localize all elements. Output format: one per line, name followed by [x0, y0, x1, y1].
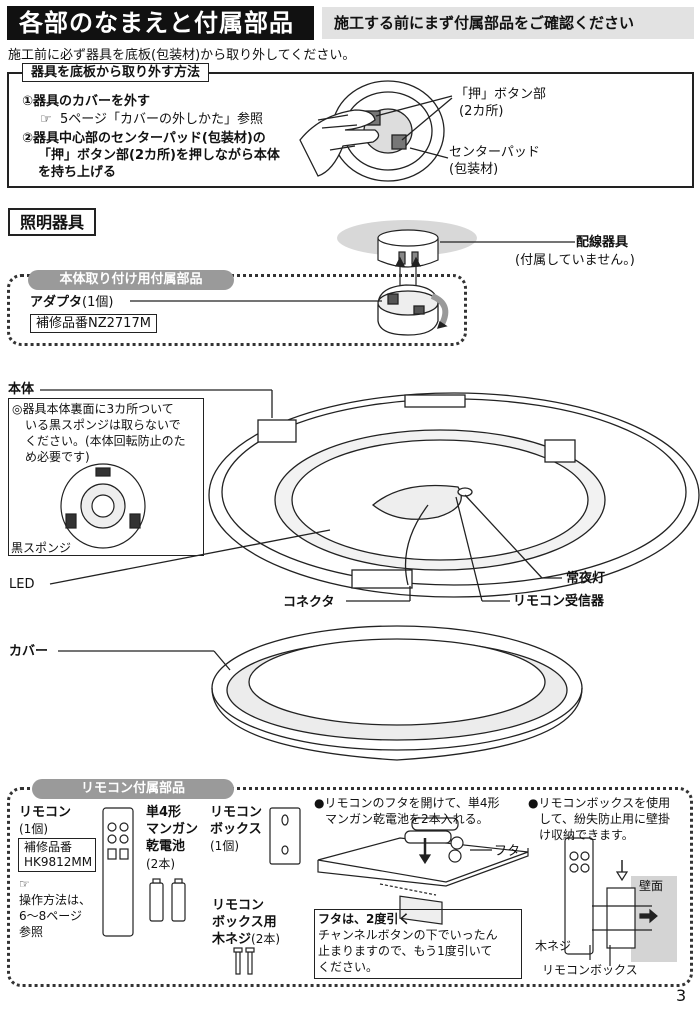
remote-box-qty: (1個) [210, 839, 239, 853]
hand-pointer-icon: ☞ [19, 877, 30, 891]
remote-box-illustration [269, 807, 301, 865]
wall-mount-note: ●リモコンボックスを使用 して、紛失防止用に壁掛 け収納できます。 [528, 796, 671, 842]
center-pad-label: センターパッド (包装材) [449, 145, 540, 177]
wall-mount-illustration [564, 837, 677, 966]
receiver-label: リモコン受信器 [513, 594, 605, 609]
lid-note: フタは、2度引く チャンネルボタンの下でいったん 止まりますので、もう1度引いて… [318, 912, 498, 974]
cover-label: カバー [9, 644, 49, 659]
wall-box-label: リモコンボックス [542, 963, 638, 977]
body-label: 本体 [8, 382, 35, 397]
removal-frame [7, 72, 694, 188]
battery-illustration [149, 878, 186, 922]
battery-label: 単4形 マンガン 乾電池 [146, 805, 199, 854]
battery-qty: (2本) [146, 857, 175, 871]
wall-label: 壁面 [639, 879, 664, 893]
remote-qty: (1個) [19, 822, 48, 836]
page-number: 3 [676, 986, 687, 1005]
removal-step2-line1: ②器具中心部のセンターパッド(包装材)の [22, 131, 266, 146]
sponge-note-box [8, 398, 204, 556]
removal-label: 器具を底板から取り外す方法 [22, 63, 210, 82]
sponge-note: ◎器具本体裏面に3カ所ついて いる黒スポンジは取らないで ください。(本体回転防… [12, 402, 186, 464]
remote-parts-label: リモコン付属部品 [32, 779, 234, 799]
hand-pointer-icon: ☞ [40, 112, 52, 127]
wiring-device-label: 配線器具 [576, 235, 629, 250]
remote-box-label: リモコン ボックス [210, 805, 263, 837]
removal-step2-line3: を持ち上げる [38, 165, 117, 180]
adapter-illustration [130, 284, 449, 336]
main-body-illustration [40, 389, 700, 602]
connector-label: コネクタ [283, 595, 335, 610]
center-pad-illustration [299, 80, 453, 182]
wall-screw-label: 木ネジ [535, 939, 572, 953]
lid-note-box [314, 909, 522, 979]
intro-text: 施工前に必ず器具を底板(包装材)から取り外してください。 [8, 48, 356, 63]
led-label: LED [9, 577, 35, 592]
remote-part-number: 補修品番 HK9812MM [18, 838, 96, 872]
sponge-label: 黒スポンジ [11, 541, 72, 555]
remote-parts-box [7, 787, 693, 987]
adapter-part-number: 補修品番NZ2717M [30, 314, 157, 333]
page-subtitle: 施工する前にまず付属部品をご確認ください [322, 7, 694, 39]
wiring-device-note: (付属していません。) [515, 253, 635, 268]
night-light-label: 常夜灯 [566, 571, 606, 586]
adapter-label: アダプタ(1個) [30, 295, 114, 310]
lid-label: フタ [494, 844, 521, 859]
screw-illustration [233, 947, 255, 975]
mount-parts-box [7, 274, 467, 346]
screw-label: リモコン ボックス用 木ネジ(2本) [212, 898, 281, 947]
battery-insert-note: ●リモコンのフタを開けて、単4形 マンガン乾電池を2本入れる。 [314, 796, 500, 826]
black-sponge-illustration [60, 463, 146, 549]
removal-step2-line2: 「押」ボタン部(2カ所)を押しながら本体 [38, 148, 280, 163]
remote-ops-note: ☞ 操作方法は、 6～8ページ 参照 [19, 877, 92, 939]
page-title: 各部のなまえと付属部品 [7, 6, 314, 40]
removal-step1: ①器具のカバーを外す [22, 94, 151, 109]
cover-illustration [58, 625, 583, 761]
remote-name: リモコン [19, 805, 72, 820]
battery-insert-illustration [317, 817, 529, 925]
mount-parts-label: 本体取り付け用付属部品 [28, 270, 234, 290]
removal-step1-ref: ☞5ページ「カバーの外しかた」参照 [40, 112, 264, 127]
remote-illustration [102, 807, 134, 937]
push-button-label: 「押」ボタン部 (2カ所) [455, 87, 547, 119]
lighting-section-label: 照明器具 [8, 208, 97, 236]
wiring-device-illustration [337, 220, 575, 295]
